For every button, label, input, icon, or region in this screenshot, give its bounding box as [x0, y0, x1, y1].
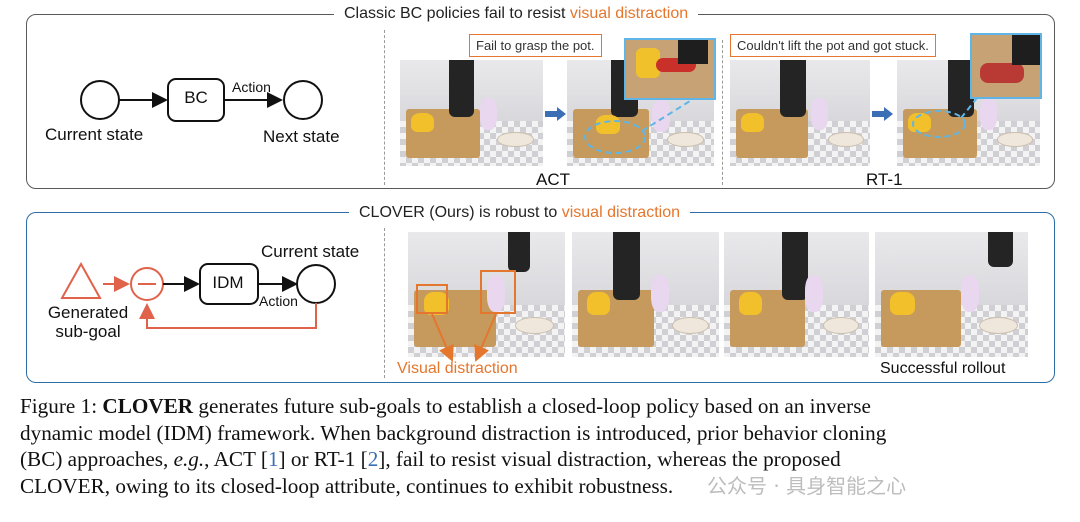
- top-title-highlight: visual distraction: [569, 5, 689, 22]
- citation-link-2[interactable]: 2: [367, 447, 379, 472]
- caption-line-4: CLOVER, owing to its closed-loop attribu…: [20, 473, 674, 498]
- generated-label-1: Generated: [47, 303, 129, 322]
- top-mid-divider: [722, 40, 723, 185]
- caption-line-2: dynamic model (IDM) framework. When back…: [20, 420, 887, 445]
- caption-line3-d: ], fail to resist visual distraction, wh…: [378, 447, 841, 472]
- rt1-label: RT-1: [866, 170, 903, 189]
- act-frame-1: [400, 60, 543, 166]
- arrow-right-icon: [545, 107, 566, 121]
- bc-current-state-label: Current state: [45, 125, 144, 144]
- distraction-arrows: [431, 313, 497, 362]
- caption-line3-a: (BC) approaches,: [20, 447, 174, 472]
- clover-frame-4: [875, 232, 1028, 357]
- arrow-right-icon: [872, 107, 893, 121]
- caption-fig-label: Figure 1:: [20, 394, 103, 418]
- idm-action-label: Action: [259, 293, 298, 309]
- bottom-panel-title: CLOVER (Ours) is robust to visual distra…: [349, 204, 690, 222]
- watermark: 公众号 · 具身智能之心: [707, 474, 907, 498]
- rt1-zoom-inset: [970, 33, 1042, 99]
- bc-action-label: Action: [232, 79, 271, 95]
- figure-caption: Figure 1: CLOVER generates future sub-go…: [20, 393, 1065, 499]
- clover-current-state-label: Current state: [261, 242, 360, 261]
- top-title-text: Classic BC policies fail to resist: [344, 5, 570, 22]
- act-callout: Fail to grasp the pot.: [469, 34, 602, 57]
- act-failure-dashes: [584, 100, 691, 154]
- top-divider: [384, 30, 385, 185]
- successful-rollout-label: Successful rollout: [880, 360, 1006, 377]
- idm-label: IDM: [212, 273, 244, 292]
- clover-diagram: [60, 261, 336, 329]
- caption-line-3: (BC) approaches, e.g., ACT [1] or RT-1 […: [20, 446, 1065, 473]
- visual-distraction-label: Visual distraction: [397, 360, 518, 377]
- distraction-box-pot: [416, 284, 448, 314]
- caption-line3-b: , ACT [: [204, 447, 268, 472]
- distraction-box-doll: [480, 270, 516, 314]
- citation-link-1[interactable]: 1: [267, 447, 279, 472]
- rt1-frame-1: [730, 60, 870, 166]
- caption-line3-c: ] or RT-1 [: [278, 447, 368, 472]
- caption-line1-text: generates future sub-goals to establish …: [193, 394, 871, 418]
- clover-frame-2: [572, 232, 719, 357]
- clover-frame-3: [724, 232, 869, 357]
- bottom-title-highlight: visual distraction: [561, 204, 680, 221]
- bc-label: BC: [184, 88, 208, 107]
- rt1-callout: Couldn't lift the pot and got stuck.: [730, 34, 936, 57]
- rt1-failure-dashes: [912, 97, 978, 138]
- act-zoom-inset: [624, 38, 716, 100]
- bc-next-state-label: Next state: [263, 127, 340, 146]
- caption-eg: e.g.: [173, 447, 205, 472]
- caption-model-name: CLOVER: [102, 394, 194, 418]
- bc-diagram: [80, 78, 323, 122]
- caption-line-1: Figure 1: CLOVER generates future sub-go…: [20, 393, 1065, 420]
- top-panel-title: Classic BC policies fail to resist visua…: [334, 5, 699, 23]
- act-label: ACT: [536, 170, 570, 189]
- generated-label-2: sub-goal: [55, 322, 121, 341]
- bottom-title-text: CLOVER (Ours) is robust to: [359, 204, 562, 221]
- bottom-divider: [384, 228, 385, 378]
